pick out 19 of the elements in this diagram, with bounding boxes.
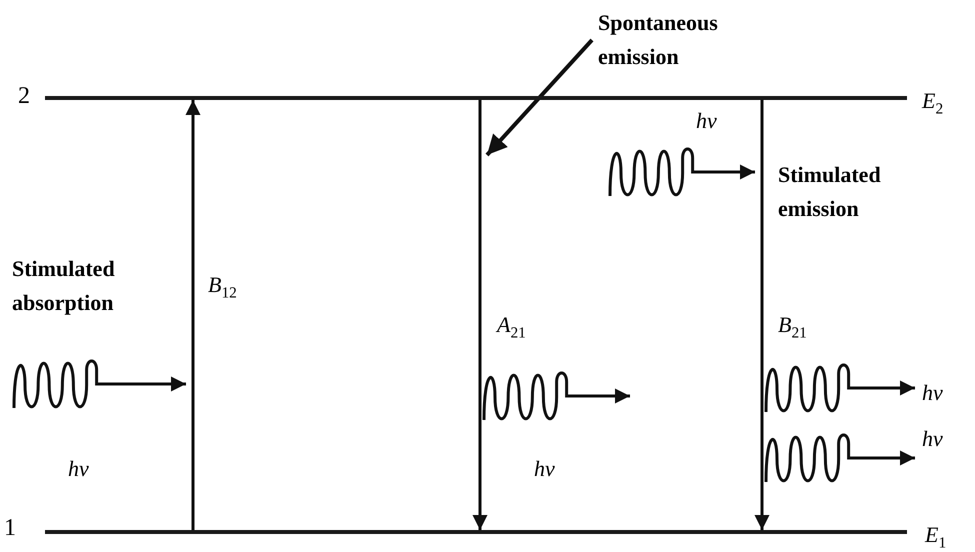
level-label: E$_{1}$: [925, 522, 946, 552]
edge-label: A$_{21}$: [497, 312, 526, 342]
arrow: [186, 100, 200, 530]
edge-label: B$_{12}$: [208, 272, 237, 302]
level-label: E$_{2}$: [922, 88, 944, 118]
annotation-text: Spontaneous emission: [598, 6, 778, 74]
edge-label: B$_{21}$: [778, 312, 807, 342]
photon-label: hv: [534, 456, 555, 482]
level-label: 1: [4, 515, 16, 542]
photon-label: hv: [922, 426, 943, 452]
process-label: Stimulated emission: [778, 161, 882, 223]
photon-label: hv: [696, 108, 717, 134]
photon-label: hv: [922, 380, 943, 406]
arrow: [486, 38, 594, 156]
process-label: Stimulated absorption: [12, 255, 116, 317]
photon-label: hv: [68, 456, 89, 482]
arrow: [754, 100, 770, 530]
level-label: 2: [18, 83, 30, 110]
arrow: [472, 100, 488, 530]
